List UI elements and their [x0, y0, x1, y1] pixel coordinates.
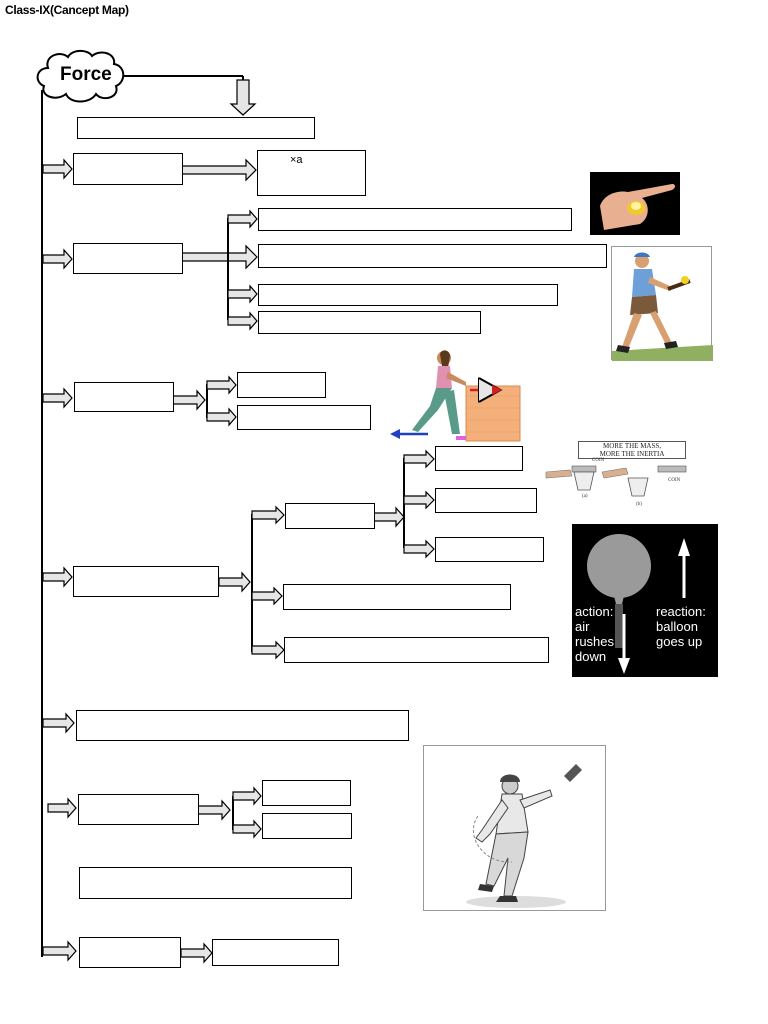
spine-arrows [42, 79, 258, 962]
hand-drawing [600, 184, 675, 230]
box-7a[interactable] [212, 939, 339, 966]
box-3a[interactable] [237, 372, 326, 398]
balloon-action-text: action: air rushes down [575, 604, 615, 664]
box-6[interactable] [78, 794, 199, 825]
box-5[interactable] [76, 710, 409, 741]
box-4[interactable] [73, 566, 219, 597]
pushing-box-image [388, 348, 522, 444]
coin-label-2: COIN [668, 478, 681, 483]
cloud-shape [36, 49, 125, 103]
box-note[interactable] [79, 867, 352, 899]
box-4c[interactable] [284, 637, 549, 663]
catcher-drawing [466, 764, 582, 908]
page-title: Class-IX(Cancept Map) [5, 3, 129, 17]
inertia-caption: MORE THE MASS, MORE THE INERTIA [578, 441, 686, 459]
box-4a1[interactable] [435, 446, 523, 471]
batter-drawing [612, 252, 713, 361]
batter-image [611, 246, 713, 361]
box-1[interactable] [73, 153, 183, 185]
pushing-drawing [390, 350, 521, 442]
balloon-reaction-text: reaction: balloon goes up [656, 604, 706, 649]
box-2c[interactable] [258, 284, 558, 306]
inertia-coins-image: MORE THE MASS, MORE THE INERTIA COIN COI… [540, 440, 700, 512]
box-formula[interactable]: ×a [257, 150, 366, 196]
inertia-drawing [545, 465, 687, 497]
hand-squeeze-image [590, 172, 680, 235]
formula-text: ×a [290, 154, 303, 166]
catcher-image [423, 745, 606, 911]
force-label: Force [60, 64, 112, 85]
box-2a[interactable] [258, 208, 572, 231]
balloon-image: action: air rushes down reaction: balloo… [572, 524, 718, 677]
box-2[interactable] [73, 243, 183, 274]
box-6a[interactable] [262, 780, 351, 806]
box-definition[interactable] [77, 117, 315, 139]
box-3b[interactable] [237, 405, 371, 430]
fig-label-b: (b) [636, 502, 642, 507]
box-4b[interactable] [283, 584, 511, 610]
fig-label-a: (a) [582, 494, 588, 499]
balloon-drawing [587, 534, 690, 674]
box-2d[interactable] [258, 311, 481, 334]
box-3[interactable] [74, 382, 174, 412]
box-7[interactable] [79, 937, 181, 968]
box-4a2[interactable] [435, 488, 537, 513]
box-4a[interactable] [285, 503, 375, 529]
box-2b[interactable] [258, 244, 607, 268]
box-4a3[interactable] [435, 537, 544, 562]
box-6b[interactable] [262, 813, 352, 839]
coin-label-1: COIN [592, 458, 605, 463]
force-cloud: Force [34, 48, 128, 104]
